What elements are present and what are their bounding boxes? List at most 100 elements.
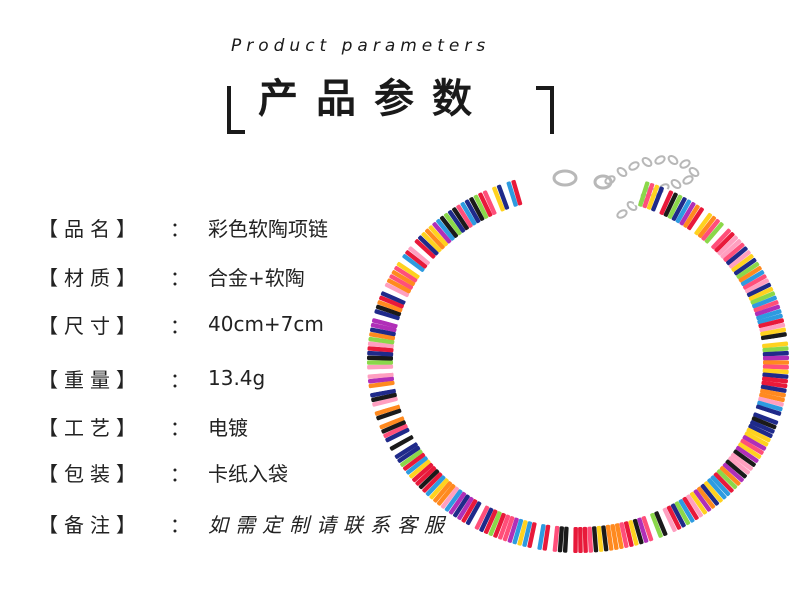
bead <box>370 322 397 333</box>
bead <box>746 282 772 298</box>
bead <box>512 518 524 545</box>
bead <box>384 282 410 298</box>
bead <box>552 525 560 552</box>
param-value: 电镀 <box>208 415 248 440</box>
bead <box>679 201 696 226</box>
bead <box>527 522 537 548</box>
bead <box>452 207 469 231</box>
bead <box>707 478 727 500</box>
bead <box>392 438 416 455</box>
bead <box>738 265 762 283</box>
bead <box>587 526 594 553</box>
bead <box>751 416 777 430</box>
param-label: 【材质】 <box>38 265 142 290</box>
bead <box>573 526 578 554</box>
bead <box>396 261 420 279</box>
bead <box>738 442 762 459</box>
bead <box>457 496 474 521</box>
bead <box>414 239 436 259</box>
bead <box>731 254 754 272</box>
bead <box>693 489 712 512</box>
necklace-image <box>366 154 790 554</box>
bead <box>642 182 655 209</box>
bead <box>690 210 709 233</box>
bead <box>762 360 790 365</box>
param-colon: ： <box>170 415 190 440</box>
param-label: 【备注】 <box>38 512 142 537</box>
bead <box>465 501 482 526</box>
bead <box>700 483 720 506</box>
bead <box>409 459 431 479</box>
bead <box>650 512 663 538</box>
bead <box>479 507 494 533</box>
bead <box>714 232 735 253</box>
bead <box>444 489 463 512</box>
bead <box>436 483 456 506</box>
jump-ring <box>593 174 613 190</box>
bead <box>762 364 789 370</box>
param-label: 【包装】 <box>38 461 142 486</box>
bead <box>697 486 716 509</box>
bead <box>619 522 629 548</box>
bead <box>641 516 654 542</box>
bead <box>753 300 779 313</box>
bead <box>623 521 634 547</box>
bead <box>728 456 751 475</box>
bead <box>493 512 506 538</box>
bead <box>371 318 398 329</box>
bead <box>683 204 700 228</box>
bead <box>697 215 717 238</box>
bead <box>411 242 433 262</box>
bead <box>408 246 430 266</box>
bead <box>678 499 695 523</box>
bead <box>736 261 760 279</box>
bead <box>397 445 421 463</box>
bead <box>682 496 699 521</box>
bead <box>405 456 428 475</box>
bead <box>762 346 789 353</box>
bead <box>716 469 738 490</box>
bead <box>385 427 410 443</box>
bead <box>425 228 445 250</box>
chain-link <box>616 209 628 219</box>
bead <box>717 235 738 256</box>
bead <box>719 466 741 486</box>
bead <box>387 431 412 447</box>
bead <box>547 525 555 552</box>
bead <box>367 364 394 370</box>
bead <box>610 524 619 550</box>
bead <box>761 336 788 345</box>
bead <box>532 523 542 550</box>
bead <box>740 438 764 455</box>
bead <box>542 524 551 551</box>
bead <box>456 204 473 228</box>
bead <box>670 503 686 528</box>
bead <box>694 212 713 236</box>
bead-strand <box>366 179 790 554</box>
bead <box>369 327 396 337</box>
bead <box>440 486 459 509</box>
bead <box>758 396 784 407</box>
lobster-clasp <box>552 169 613 190</box>
bead <box>506 181 518 207</box>
chain-link <box>641 156 653 168</box>
param-row-weight: 【重量】 ： 13.4g <box>38 363 265 393</box>
param-value: 13.4g <box>208 366 266 390</box>
bead <box>464 199 481 224</box>
bead <box>366 360 394 365</box>
bead <box>400 449 423 467</box>
bead <box>711 228 731 250</box>
param-row-size: 【尺寸】 ： 40cm+7cm <box>38 309 324 339</box>
bead <box>394 442 418 459</box>
bead <box>383 423 408 439</box>
bead <box>686 494 703 518</box>
section-subtitle: Product parameters <box>231 36 491 56</box>
bead <box>373 313 399 325</box>
bead <box>447 210 466 233</box>
title-bracket-right <box>536 86 554 134</box>
bead <box>391 270 416 287</box>
bead <box>703 481 723 503</box>
bead <box>415 466 437 486</box>
bead <box>436 218 455 241</box>
bead <box>537 524 546 550</box>
